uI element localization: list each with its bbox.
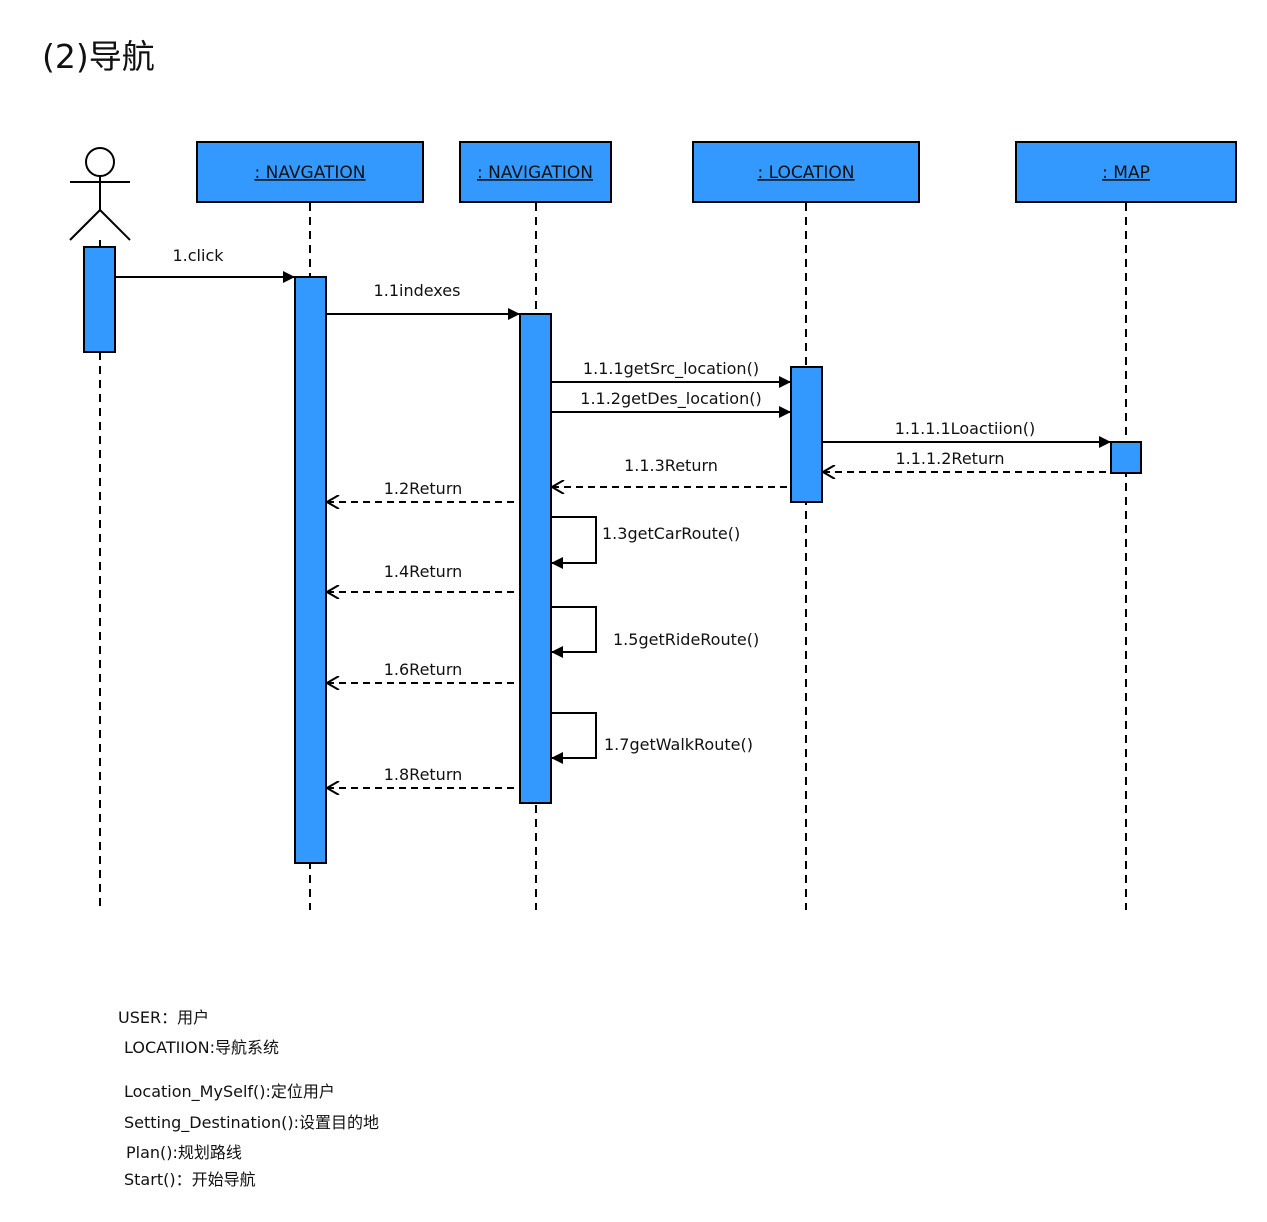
message-label: 1.8Return <box>384 765 463 784</box>
message-label: 1.1.3Return <box>624 456 718 475</box>
activation-map <box>1110 441 1142 474</box>
message-label: 1.6Return <box>384 660 463 679</box>
message-label: 1.1.1.2Return <box>895 449 1004 468</box>
activation-user <box>83 246 116 353</box>
activation-nav2 <box>519 313 552 804</box>
note-location-myself: Location_MySelf():定位用户 <box>124 1082 335 1101</box>
message-label: 1.1.1getSrc_location() <box>583 359 759 379</box>
activation-nav1 <box>294 276 327 864</box>
message-1-4-return: 1.4Return <box>327 562 519 592</box>
participant-label: : NAVGATION <box>255 163 366 183</box>
participant-nav2: : NAVIGATION <box>459 141 612 203</box>
activation-loc <box>790 366 823 503</box>
note-user: USER：用户 <box>118 1008 210 1027</box>
message-1-3-self: 1.3getCarRoute() <box>551 516 740 569</box>
participant-label: : NAVIGATION <box>477 163 593 183</box>
message-1-1-1-2-return: 1.1.1.2Return <box>823 449 1111 472</box>
note-location-system: LOCATIION:导航系统 <box>124 1038 279 1057</box>
message-1-1-1-1: 1.1.1.1Loactiion() <box>822 419 1111 448</box>
message-label: 1.2Return <box>384 479 463 498</box>
message-label: 1.1indexes <box>374 281 461 300</box>
note-setting-destination: Setting_Destination():设置目的地 <box>124 1113 379 1132</box>
message-label: 1.5getRideRoute() <box>613 630 759 649</box>
participant-map: : MAP <box>1015 141 1237 203</box>
message-1-2-return: 1.2Return <box>327 479 519 502</box>
message-1-8-return: 1.8Return <box>327 765 519 788</box>
message-label: 1.1.2getDes_location() <box>580 389 761 409</box>
message-1-1-1: 1.1.1getSrc_location() <box>551 359 791 388</box>
user-actor-icon <box>69 147 131 241</box>
message-1-7-self: 1.7getWalkRoute() <box>551 712 753 764</box>
participant-nav1: : NAVGATION <box>196 141 424 203</box>
message-1-1-indexes: 1.1indexes <box>326 281 520 320</box>
participant-label: : MAP <box>1102 163 1150 183</box>
page-title: (2)导航 <box>42 37 155 76</box>
message-1-1-3-return: 1.1.3Return <box>552 456 790 487</box>
message-label: 1.4Return <box>384 562 463 581</box>
message-label: 1.1.1.1Loactiion() <box>895 419 1036 438</box>
note-plan: Plan():规划路线 <box>126 1143 242 1162</box>
participant-label: : LOCATION <box>757 163 854 183</box>
message-label: 1.click <box>172 246 224 265</box>
message-1-6-return: 1.6Return <box>327 660 519 683</box>
note-start: Start()：开始导航 <box>124 1170 256 1189</box>
message-label: 1.3getCarRoute() <box>602 524 740 543</box>
message-label: 1.7getWalkRoute() <box>604 735 753 754</box>
message-1-5-self: 1.5getRideRoute() <box>551 606 759 658</box>
participant-loc: : LOCATION <box>692 141 920 203</box>
message-1-click: 1.click <box>115 246 295 283</box>
message-1-1-2: 1.1.2getDes_location() <box>551 389 791 418</box>
